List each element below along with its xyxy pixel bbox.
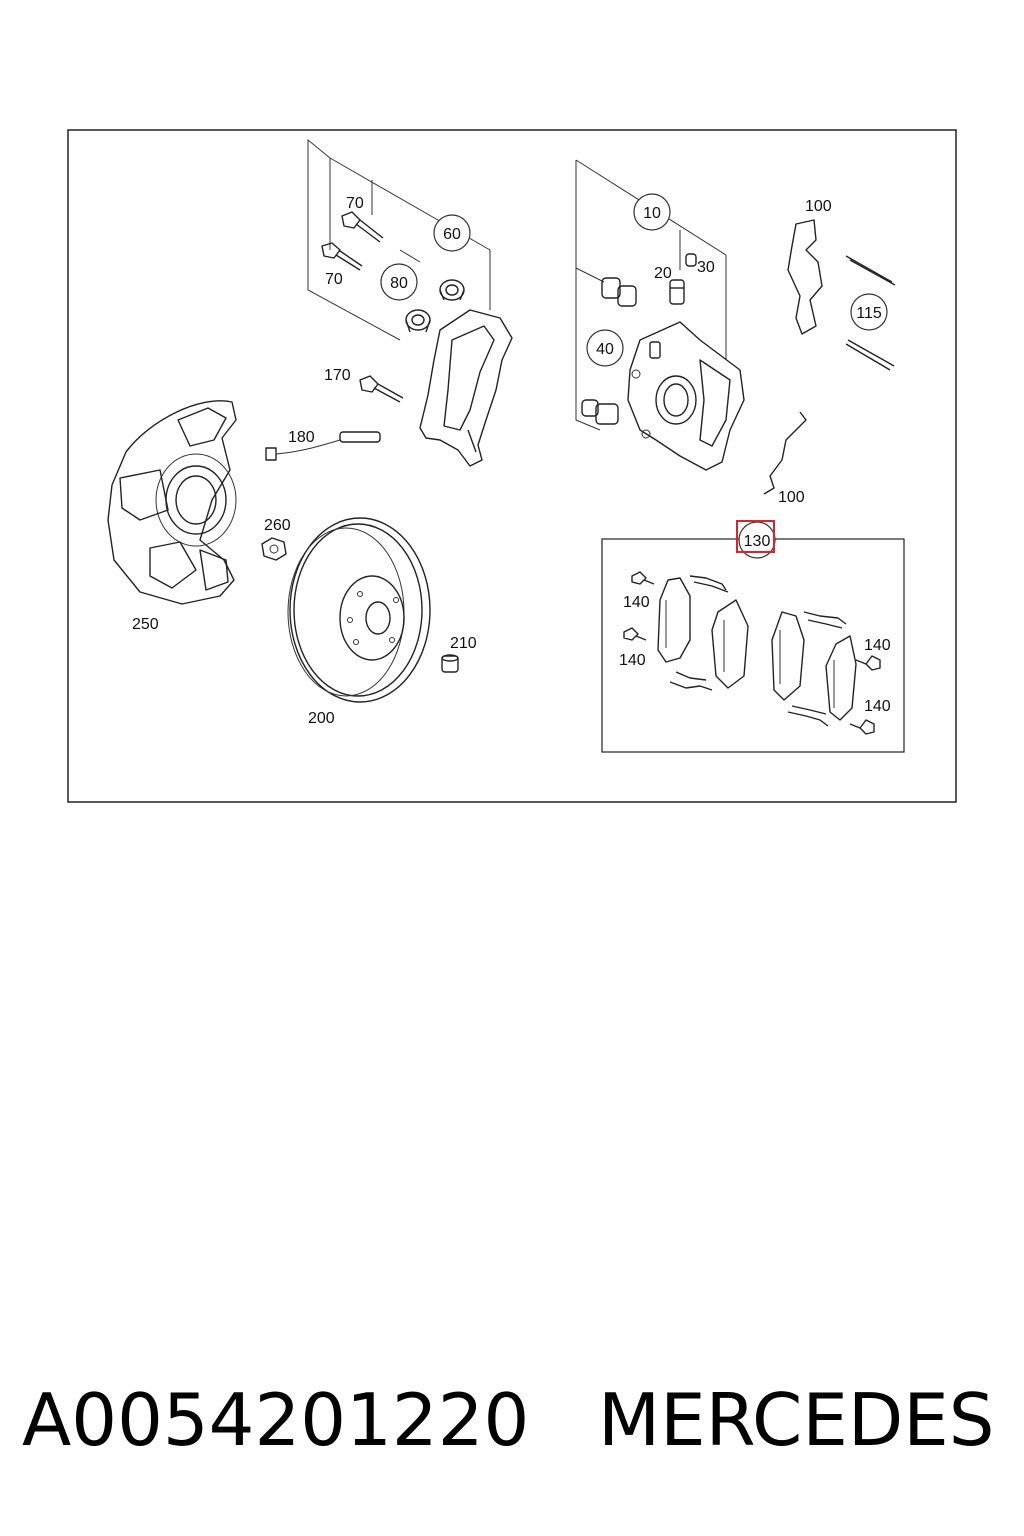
label-130[interactable]: 130: [744, 533, 771, 550]
anti-rattle-spring-lower: [763, 411, 807, 495]
brake-parts-diagram: 70 70 60 80 170 180 250 260 200 210 10 2…: [67, 129, 957, 803]
label-10: 10: [643, 205, 661, 222]
label-140-b: 140: [619, 652, 646, 669]
diagram-frame: [67, 129, 957, 803]
callout-circle-80: [380, 263, 418, 301]
pad-clips: [669, 575, 847, 727]
brake-pad-2: [711, 599, 749, 689]
callout-circle-60: [433, 214, 471, 252]
caliper-carrier-group: [307, 138, 513, 467]
brake-pad-3: [771, 611, 805, 701]
brand-name: MERCEDES: [598, 1378, 995, 1462]
label-80: 80: [390, 275, 408, 292]
label-70-upper: 70: [346, 195, 364, 212]
label-210: 210: [450, 635, 477, 652]
carrier-bushing-60: [439, 279, 465, 301]
caliper-carrier-bracket: [419, 309, 513, 467]
highlight-box-130[interactable]: [736, 520, 775, 553]
label-100-lower: 100: [778, 489, 805, 506]
pad-bolt-1: [631, 571, 655, 585]
label-115: 115: [856, 305, 882, 322]
label-200: 200: [308, 710, 335, 727]
callout-circle-115: [850, 293, 888, 331]
brake-pad-4: [825, 635, 857, 721]
caliper-group: [575, 159, 745, 471]
label-30: 30: [697, 259, 715, 276]
label-140-a: 140: [623, 594, 650, 611]
label-170: 170: [324, 367, 351, 384]
bolt-170: [359, 375, 404, 403]
label-20: 20: [654, 265, 672, 282]
part-number: A0054201220: [22, 1378, 530, 1462]
label-60: 60: [443, 226, 461, 243]
pad-bolt-3: [855, 655, 881, 671]
guide-pin-upper: [601, 277, 637, 307]
screw-210: [441, 654, 459, 673]
callout-circle-10: [633, 193, 671, 231]
guide-pin-lower: [581, 399, 619, 425]
carrier-bolt-upper: [341, 211, 384, 243]
carrier-bushing-80: [405, 309, 431, 333]
label-140-d: 140: [864, 698, 891, 715]
brake-pad-kit-box: [601, 538, 905, 753]
brake-dust-shield-250: [107, 400, 237, 605]
brake-disc-200: [287, 517, 431, 703]
label-140-c: 140: [864, 637, 891, 654]
brake-pad-1: [657, 577, 691, 663]
callout-circle-40: [586, 329, 624, 367]
carrier-bolt-lower: [321, 242, 363, 271]
wear-sensor-180: [265, 431, 381, 461]
label-40: 40: [596, 341, 614, 358]
label-180: 180: [288, 429, 315, 446]
bleeder-cap-30: [685, 253, 697, 267]
bleeder-screw-20: [669, 279, 685, 305]
label-100-upper: 100: [805, 198, 832, 215]
guide-pins-115: [845, 255, 896, 371]
label-250: 250: [132, 616, 159, 633]
bolt-260: [261, 537, 287, 561]
anti-rattle-spring-upper: [787, 219, 823, 335]
pad-bolt-4: [849, 719, 875, 735]
label-70-lower: 70: [325, 271, 343, 288]
caliper-body-10: [627, 321, 745, 471]
label-260: 260: [264, 517, 291, 534]
pad-bolt-2: [623, 627, 647, 641]
